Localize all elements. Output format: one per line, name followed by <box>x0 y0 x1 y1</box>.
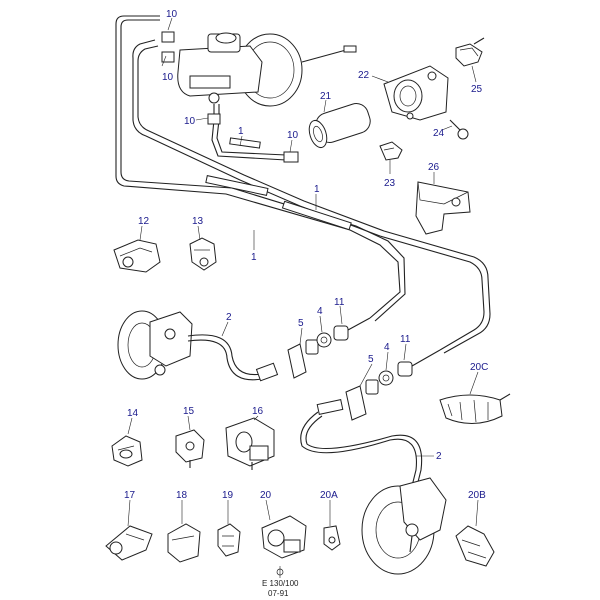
callouts: 10 10 10 10 1 1 1 21 22 23 24 25 26 12 1… <box>124 9 488 501</box>
reference-date: 07-91 <box>268 589 289 598</box>
callout-1b: 1 <box>314 184 320 195</box>
callout-1c: 1 <box>251 252 257 263</box>
clip-19 <box>217 523 241 557</box>
callout-20c: 20C <box>470 362 488 373</box>
callout-13: 13 <box>192 216 204 227</box>
leader-lines <box>127 17 479 527</box>
rigid-pipe-short <box>207 104 299 163</box>
callout-2b: 2 <box>436 451 442 462</box>
callout-17: 17 <box>124 490 136 501</box>
master-cylinder <box>161 31 357 107</box>
callout-4a: 4 <box>317 306 323 317</box>
clip-17 <box>105 525 153 561</box>
callout-4b: 4 <box>384 342 390 353</box>
clip-20c <box>439 393 511 424</box>
callout-24: 24 <box>433 128 445 139</box>
callout-20a: 20A <box>320 490 338 501</box>
clip-13 <box>189 237 217 271</box>
clip-16 <box>225 417 275 470</box>
clip-23 <box>379 141 403 161</box>
clip-25 <box>455 37 485 67</box>
callout-22: 22 <box>358 70 370 81</box>
callout-5a: 5 <box>298 318 304 329</box>
callout-11b: 11 <box>400 334 411 345</box>
reference-code: E 130/100 <box>262 579 299 588</box>
callout-20: 20 <box>260 490 272 501</box>
callout-20b: 20B <box>468 490 486 501</box>
callout-1a: 1 <box>238 126 244 137</box>
callout-10d: 10 <box>287 130 299 141</box>
callout-15: 15 <box>183 406 195 417</box>
clip-12 <box>113 239 161 273</box>
callout-10b: 10 <box>162 72 174 83</box>
callout-16: 16 <box>252 406 264 417</box>
flex-hose-front <box>187 334 279 382</box>
callout-19: 19 <box>222 490 234 501</box>
callout-5b: 5 <box>368 354 374 365</box>
callout-25: 25 <box>471 84 483 95</box>
rear-disc-right <box>361 477 447 575</box>
front-disc-left <box>117 310 193 380</box>
fittings-lower <box>345 349 441 421</box>
clip-14 <box>111 435 143 467</box>
callout-18: 18 <box>176 490 188 501</box>
diagram-footer: E 130/100 07-91 <box>262 566 299 598</box>
fittings-upper <box>287 317 371 379</box>
callout-12: 12 <box>138 216 150 227</box>
clip-20a <box>323 525 341 551</box>
pressure-valve <box>308 103 371 149</box>
clip-20 <box>261 515 307 559</box>
bracket-26 <box>415 181 471 235</box>
callout-2a: 2 <box>226 312 232 323</box>
callout-10c: 10 <box>184 116 196 127</box>
clip-18 <box>167 523 201 563</box>
callout-14: 14 <box>127 408 139 419</box>
flex-hose-rear <box>300 399 423 487</box>
callout-23: 23 <box>384 178 396 189</box>
callout-11a: 11 <box>334 297 345 308</box>
callout-26: 26 <box>428 162 440 173</box>
clip-20b <box>455 525 495 567</box>
valve-bracket <box>383 65 449 121</box>
clip-15 <box>175 429 205 468</box>
bolt-24 <box>449 119 469 140</box>
brake-pipe-run <box>115 15 491 354</box>
callout-10a: 10 <box>166 9 178 20</box>
callout-21: 21 <box>320 91 332 102</box>
